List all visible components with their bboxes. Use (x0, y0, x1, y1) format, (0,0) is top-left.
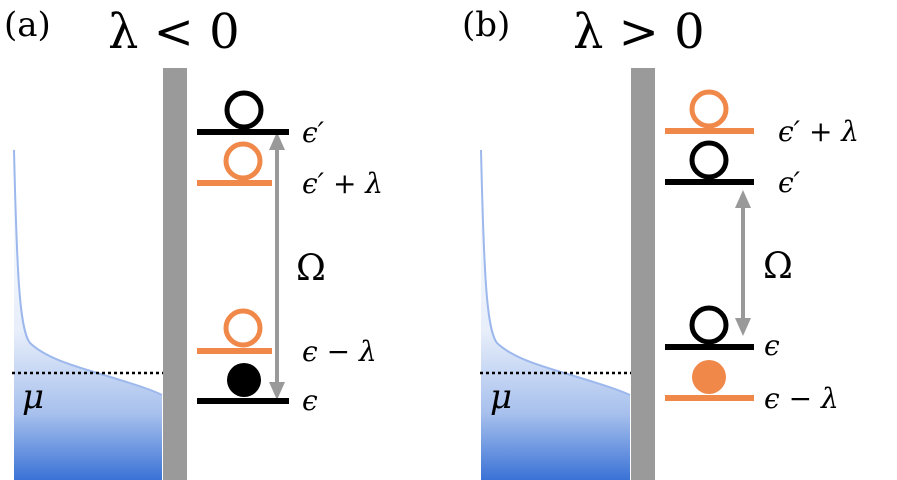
label-eps-prime-plus-lambda-b: ϵ′ + λ (778, 115, 859, 148)
label-eps-prime-plus-lambda-a: ϵ′ + λ (302, 167, 383, 200)
mu-label-a: μ (22, 377, 44, 417)
electron-empty-eps-prime-plus-lambda-b (689, 89, 729, 129)
omega-arrow-b-head-bottom (735, 318, 751, 336)
label-eps-prime-a: ϵ′ (302, 116, 325, 149)
mu-label-b: μ (490, 377, 512, 417)
electron-empty-eps-minus-lambda-a (223, 308, 263, 348)
fermi-distribution-b (481, 150, 630, 480)
label-eps-prime-b: ϵ′ (778, 166, 801, 199)
fermi-distribution-a (14, 150, 162, 480)
omega-arrow-b-head-top (735, 190, 751, 208)
omega-label-a: Ω (296, 248, 326, 289)
label-eps-minus-lambda-a: ϵ − λ (302, 335, 377, 368)
panel-b: (b) λ > 0 μ Ω ϵ′ + λ ϵ′ ϵ ϵ − λ (462, 4, 859, 480)
label-eps-minus-lambda-b: ϵ − λ (764, 382, 839, 415)
panel-a-label: (a) (4, 5, 51, 45)
barrier-a (163, 68, 187, 480)
panel-b-label: (b) (462, 5, 510, 45)
panel-a-condition: λ < 0 (108, 4, 240, 60)
omega-arrow-a-head-bottom (269, 382, 285, 400)
fermi-curve-b (480, 149, 631, 396)
electron-empty-eps-prime-b (689, 140, 729, 180)
label-eps-a: ϵ (302, 384, 318, 417)
fermi-curve-a (13, 149, 163, 396)
omega-arrow-a-head-top (269, 132, 285, 150)
electron-filled-eps-minus-lambda-b (692, 360, 726, 394)
omega-label-b: Ω (763, 246, 793, 287)
barrier-b (631, 68, 655, 480)
electron-empty-eps-prime-a (224, 90, 264, 130)
electron-empty-eps-prime-plus-lambda-a (223, 141, 263, 181)
panel-a: (a) λ < 0 μ Ω ϵ′ ϵ′ + λ ϵ − λ ϵ (4, 4, 383, 480)
electron-filled-eps-a (227, 363, 261, 397)
label-eps-b: ϵ (764, 329, 780, 362)
panel-b-condition: λ > 0 (573, 4, 705, 60)
electron-empty-eps-b (689, 305, 729, 345)
